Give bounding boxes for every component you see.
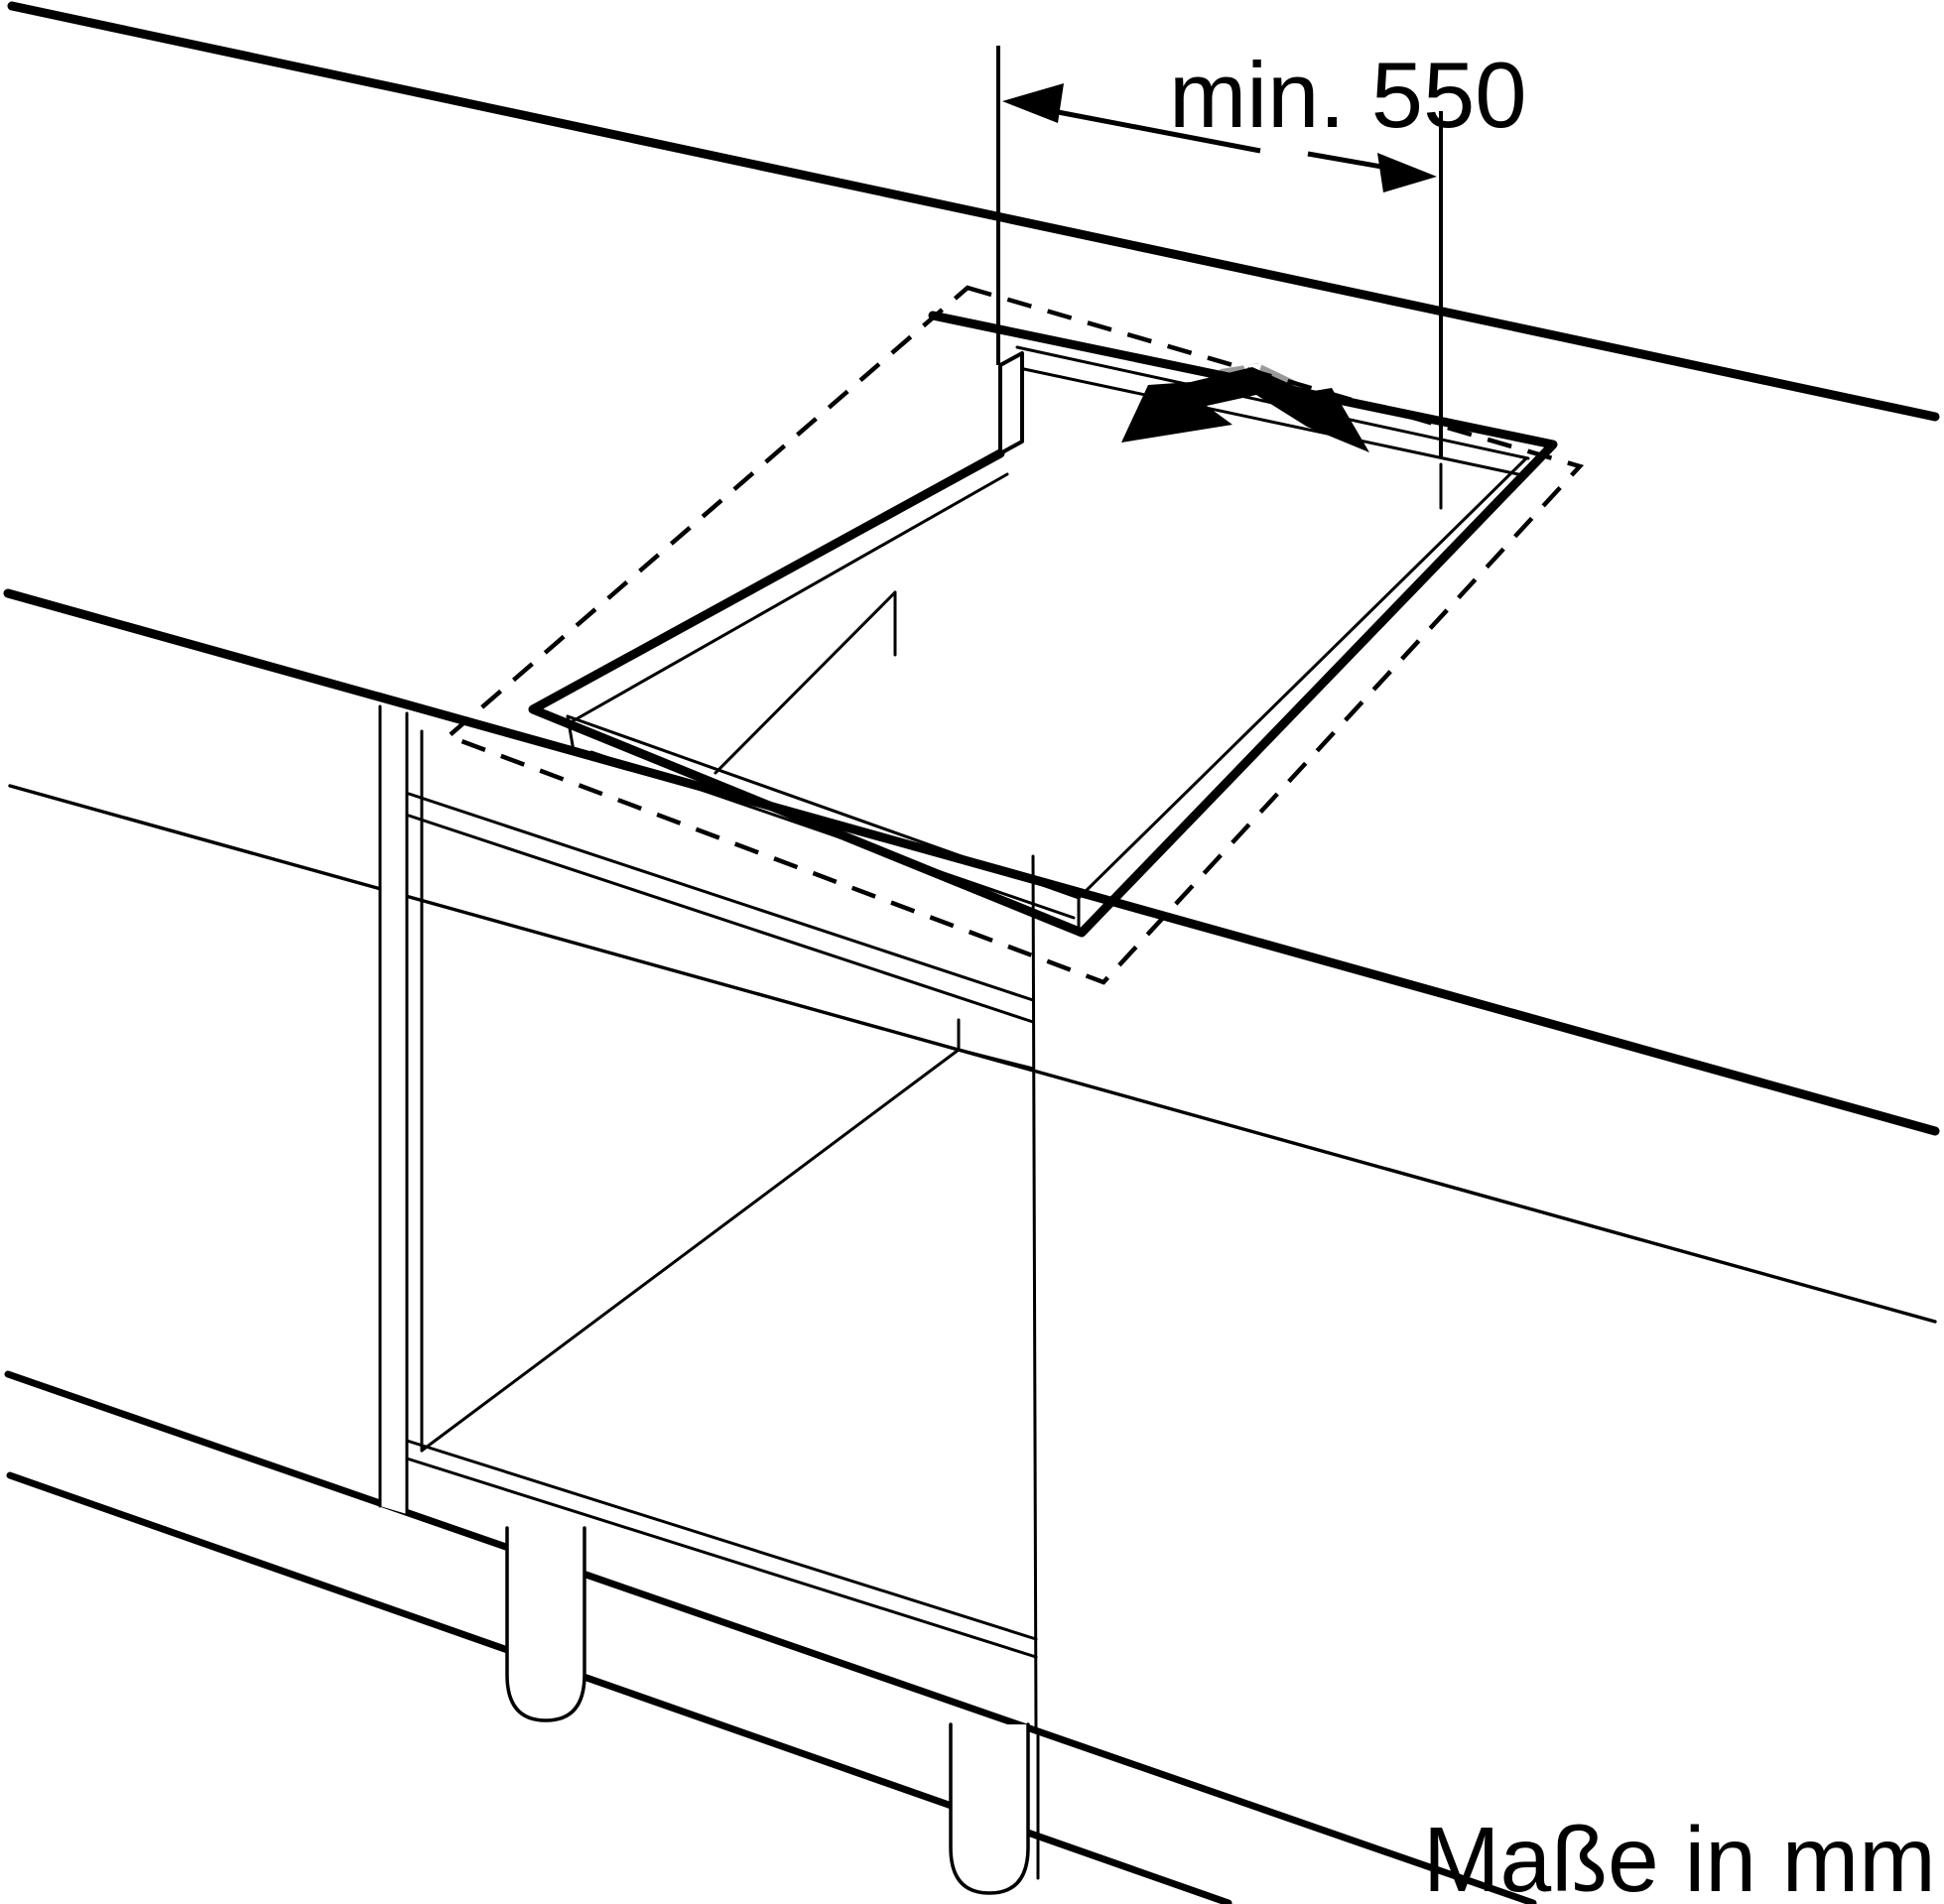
cabinet-right-front-edge bbox=[1031, 854, 1038, 1732]
cabinet-interior-floor-back-edge bbox=[957, 1048, 1035, 1071]
countertop-back-edge bbox=[7, 1, 1940, 422]
cabinet-back-leg bbox=[505, 1526, 586, 1722]
cabinet-top-rail-upper bbox=[407, 792, 1035, 1002]
appliance-dashed-outline bbox=[444, 285, 1585, 985]
cutout-corner-step-face bbox=[998, 351, 1024, 455]
cutout-back-wall-bottom bbox=[1022, 367, 1520, 476]
units-note: Maße in mm bbox=[1423, 1808, 1936, 1904]
cutout-outer-rim bbox=[528, 311, 1558, 938]
cabinet-bottom-rail-upper bbox=[405, 1439, 1038, 1641]
dimension-annotation: min. 550 bbox=[996, 43, 1527, 458]
cabinet-top-rail-lower bbox=[407, 814, 1035, 1024]
floor-front-line bbox=[6, 1471, 1232, 1904]
floor-back-line bbox=[4, 1370, 1537, 1904]
cabinet-legs bbox=[505, 1526, 1030, 1895]
cutout-inner-rim-left bbox=[569, 472, 1009, 724]
dimension-label: min. 550 bbox=[1169, 43, 1527, 147]
through-cutout-interior-junction bbox=[713, 590, 897, 775]
cabinet-front-leg bbox=[949, 1722, 1030, 1895]
base-cabinet bbox=[378, 704, 1040, 1880]
countertop bbox=[3, 1, 1940, 1324]
cabinet-left-post-face bbox=[380, 706, 407, 1514]
dimension-arrow-left-icon bbox=[1002, 83, 1261, 154]
cabinet-interior-left-floor-junction bbox=[420, 1048, 961, 1453]
countertop-front-top-edge bbox=[3, 588, 1940, 1136]
cutout-depth-tick-left bbox=[566, 714, 576, 753]
cutout-inner-rim-front-second bbox=[589, 750, 1076, 920]
floor-lines bbox=[4, 1370, 1537, 1904]
slide-arrow-icon bbox=[1121, 367, 1369, 452]
dimension-arrow-right-icon bbox=[1307, 151, 1437, 192]
worktop-cutout bbox=[528, 311, 1558, 938]
cabinet-bottom-rail-lower bbox=[405, 1457, 1038, 1659]
